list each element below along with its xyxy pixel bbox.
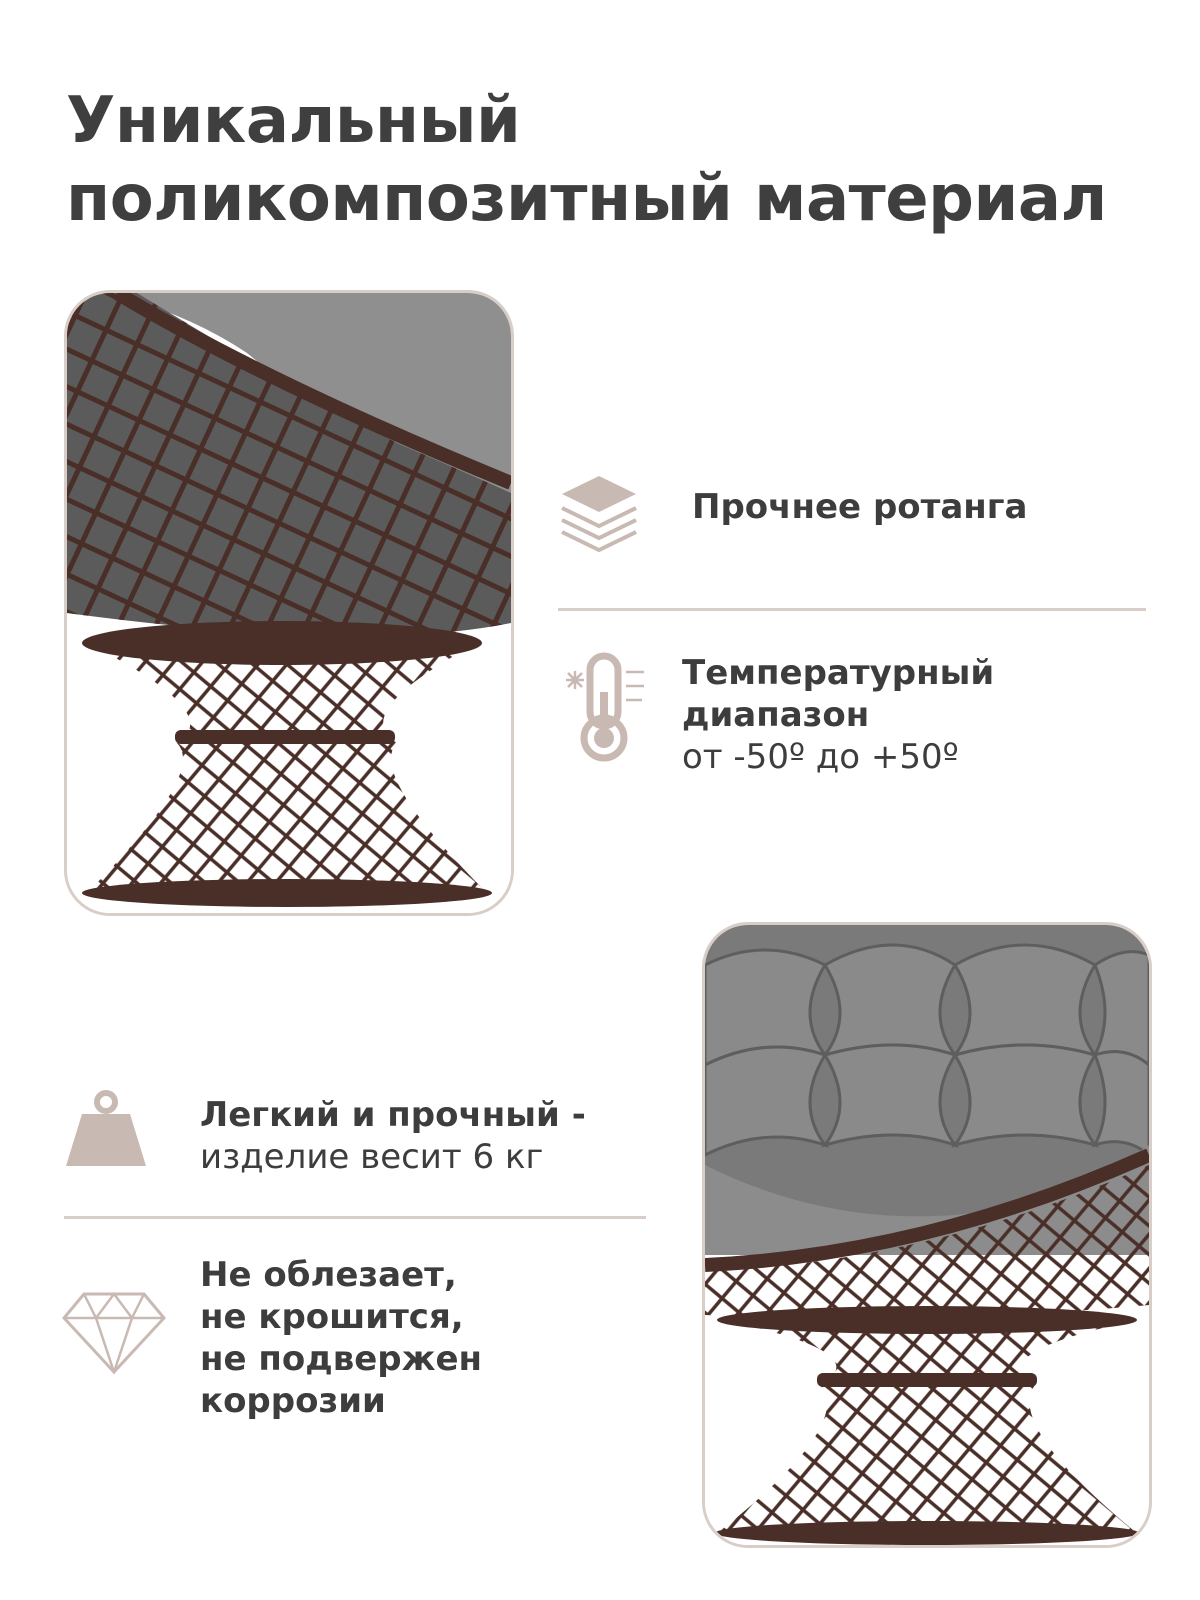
chair-photo-front [702, 922, 1152, 1548]
weight-icon [64, 1090, 148, 1168]
thermometer-icon [562, 652, 648, 762]
title-line-1: Уникальный [66, 84, 521, 158]
layers-icon [560, 474, 638, 554]
divider-1 [558, 608, 1146, 611]
feature-durable-line-4: коррозии [200, 1381, 386, 1421]
feature-durable-line-1: Не облезает, [200, 1255, 457, 1295]
feature-weight-line-2: изделие весит 6 кг [200, 1137, 544, 1177]
feature-stronger-text: Прочнее ротанга [692, 487, 1028, 527]
feature-temperature: Температурный диапазон от -50º до +50º [682, 652, 994, 778]
chair-side-illustration [67, 293, 511, 913]
title-line-2: поликомпозитный материал [66, 162, 1107, 236]
feature-weight: Легкий и прочный - изделие весит 6 кг [200, 1094, 586, 1178]
feature-stronger: Прочнее ротанга [692, 486, 1027, 528]
feature-durable-line-2: не крошится, [200, 1297, 464, 1337]
feature-temperature-line-2: диапазон [682, 695, 870, 735]
feature-temperature-line-3: от -50º до +50º [682, 737, 959, 777]
chair-photo-side [64, 290, 514, 916]
page-title: Уникальный поликомпозитный материал [66, 82, 1166, 238]
chair-front-illustration [705, 925, 1149, 1545]
feature-weight-line-1: Легкий и прочный - [200, 1095, 586, 1135]
diamond-icon [62, 1290, 166, 1376]
feature-durable-line-3: не подвержен [200, 1339, 482, 1379]
divider-2 [64, 1216, 646, 1219]
feature-durable: Не облезает, не крошится, не подвержен к… [200, 1254, 482, 1422]
feature-temperature-line-1: Температурный [682, 653, 995, 693]
